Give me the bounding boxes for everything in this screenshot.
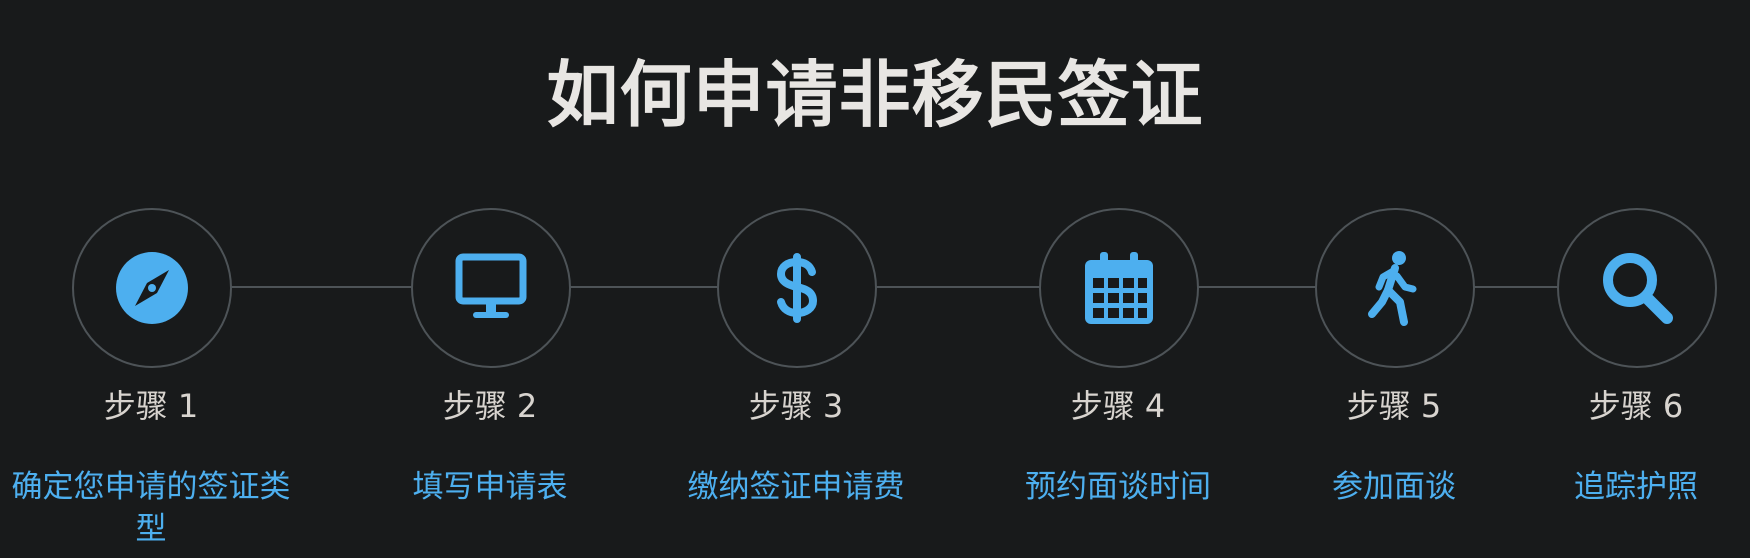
step-3-label: 步骤 3: [748, 387, 844, 425]
step-2-description: 填写申请表: [412, 469, 568, 505]
step-3-description: 缴纳签证申请费: [687, 469, 905, 505]
step-6-description: 追踪护照: [1574, 469, 1698, 505]
step-5-circle: [1315, 208, 1475, 368]
step-2-circle: [411, 208, 571, 368]
dollar-icon: [776, 253, 818, 323]
step-2-label: 步骤 2: [442, 387, 538, 425]
step-4-circle: [1039, 208, 1199, 368]
step-3-circle: [717, 208, 877, 368]
connector-line: [568, 286, 718, 288]
page-title: 如何申请非移民签证: [546, 53, 1204, 137]
connector-line: [229, 286, 412, 288]
desktop-icon: [455, 253, 527, 318]
connector-line: [874, 286, 1040, 288]
connector-line: [1472, 286, 1558, 288]
step-1-description: 确定您申请的签证类型: [11, 469, 291, 547]
step-1-label: 步骤 1: [103, 387, 199, 425]
calendar-icon: [1085, 252, 1153, 324]
search-icon: [1603, 253, 1673, 324]
step-6-label: 步骤 6: [1588, 387, 1684, 425]
walking-person-icon: [1368, 251, 1417, 326]
step-4-description: 预约面谈时间: [1025, 469, 1211, 505]
step-6-circle: [1557, 208, 1717, 368]
connector-line: [1196, 286, 1316, 288]
step-5-label: 步骤 5: [1346, 387, 1442, 425]
compass-icon: [116, 252, 188, 324]
step-4-label: 步骤 4: [1070, 387, 1166, 425]
step-1-circle: [72, 208, 232, 368]
step-5-description: 参加面谈: [1332, 469, 1456, 505]
